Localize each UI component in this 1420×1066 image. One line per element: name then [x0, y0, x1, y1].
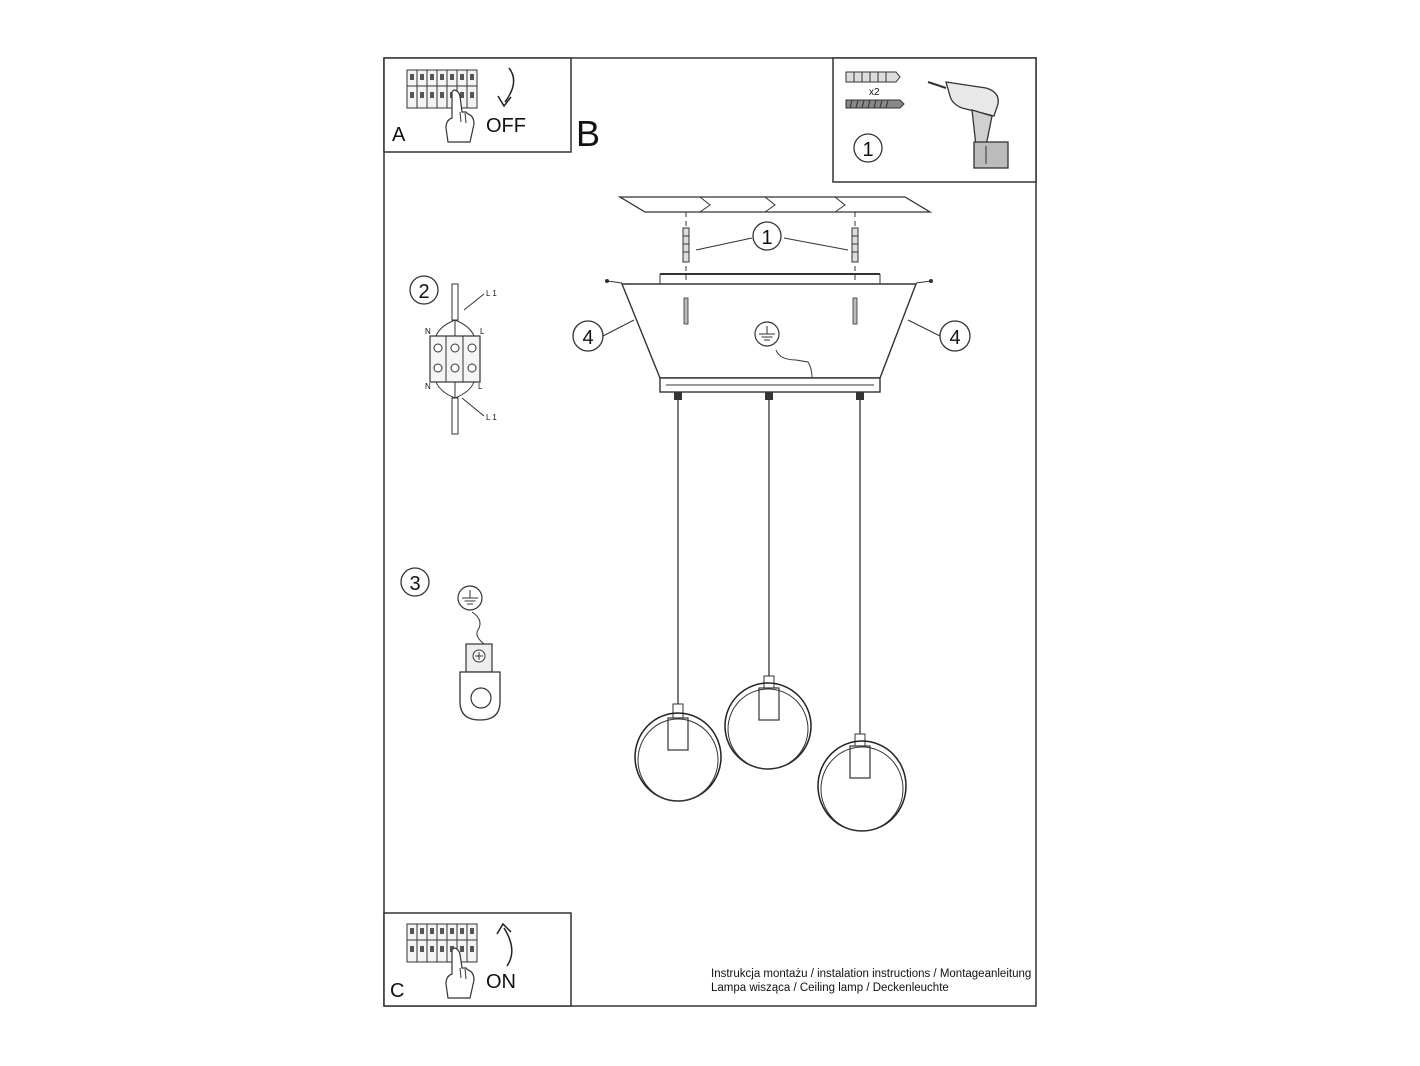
earth-terminal-icon: [459, 643, 501, 721]
wire-label-l1-bottom: L 1: [486, 413, 497, 422]
anchor-callout-number: 1: [761, 227, 772, 249]
wall-plug-icon: [845, 71, 901, 83]
screw-callout-right-number: 4: [949, 327, 960, 349]
step-c-caption: ON: [486, 971, 516, 993]
step-3-badge: 3: [400, 567, 430, 597]
canopy-screw-right-icon: [852, 297, 858, 325]
sheet-frame: [383, 57, 1037, 1007]
tools-panel: x2 1: [832, 57, 1037, 183]
side-screw-left-icon: [605, 279, 623, 284]
pendant-center: [724, 392, 812, 770]
panel-a-power-off: A OFF: [383, 57, 572, 153]
ceiling-bar: [659, 377, 881, 393]
drill-icon: [927, 81, 1009, 169]
step-a-caption: OFF: [486, 115, 526, 137]
pendant-left: [634, 392, 722, 802]
step-1-tools-badge: 1: [853, 133, 883, 163]
fixing-quantity: x2: [869, 87, 880, 98]
ceiling-assembly: 1: [572, 196, 971, 393]
screw-callout-right: 4: [907, 319, 971, 352]
arrow-up-icon: [496, 922, 513, 967]
step-a-letter: A: [392, 124, 406, 146]
step-3-number: 3: [409, 573, 420, 595]
hand-icon: [445, 947, 475, 999]
step-c-letter: C: [390, 980, 404, 1002]
anchor-left-icon: [682, 227, 690, 263]
wiring-diagram: 2 N L L 1 N L L 1: [409, 275, 497, 435]
footer-instructions: Instrukcja montażu / instalation instruc…: [711, 968, 1031, 980]
canopy-screw-left-icon: [683, 297, 689, 325]
earth-connection-diagram: 3: [400, 567, 501, 721]
ceiling-plate: [617, 196, 933, 213]
breaker-box-icon: [406, 923, 478, 963]
hand-icon: [445, 89, 475, 143]
wire-label-n-bottom: N: [425, 382, 431, 391]
screw-callout-left-number: 4: [582, 327, 593, 349]
canopy-earth-symbol-icon: [754, 321, 780, 347]
pendant-right: [817, 392, 907, 832]
footer-product: Lampa wisząca / Ceiling lamp / Deckenleu…: [711, 982, 949, 994]
panel-c-power-on: C ON: [383, 912, 572, 1007]
wire-label-l-top: L: [480, 327, 485, 336]
wire-label-n-top: N: [425, 327, 431, 336]
screw-callout-left: 4: [572, 319, 635, 352]
wire-label-l-bottom: L: [478, 382, 483, 391]
step-2-badge: 2: [409, 275, 439, 305]
screw-icon: [845, 99, 905, 109]
earth-symbol-icon: [457, 585, 483, 611]
wire-label-l1-top: L 1: [486, 289, 497, 298]
step-2-number: 2: [418, 281, 429, 303]
step-b-letter: B: [576, 113, 600, 154]
breaker-box-icon: [406, 69, 478, 109]
arrow-down-icon: [497, 67, 515, 108]
anchor-callout-1: 1: [695, 221, 849, 251]
anchor-right-icon: [851, 227, 859, 263]
terminal-block-icon: [429, 335, 481, 383]
step-1-tools-number: 1: [862, 139, 873, 161]
side-screw-right-icon: [915, 279, 933, 284]
